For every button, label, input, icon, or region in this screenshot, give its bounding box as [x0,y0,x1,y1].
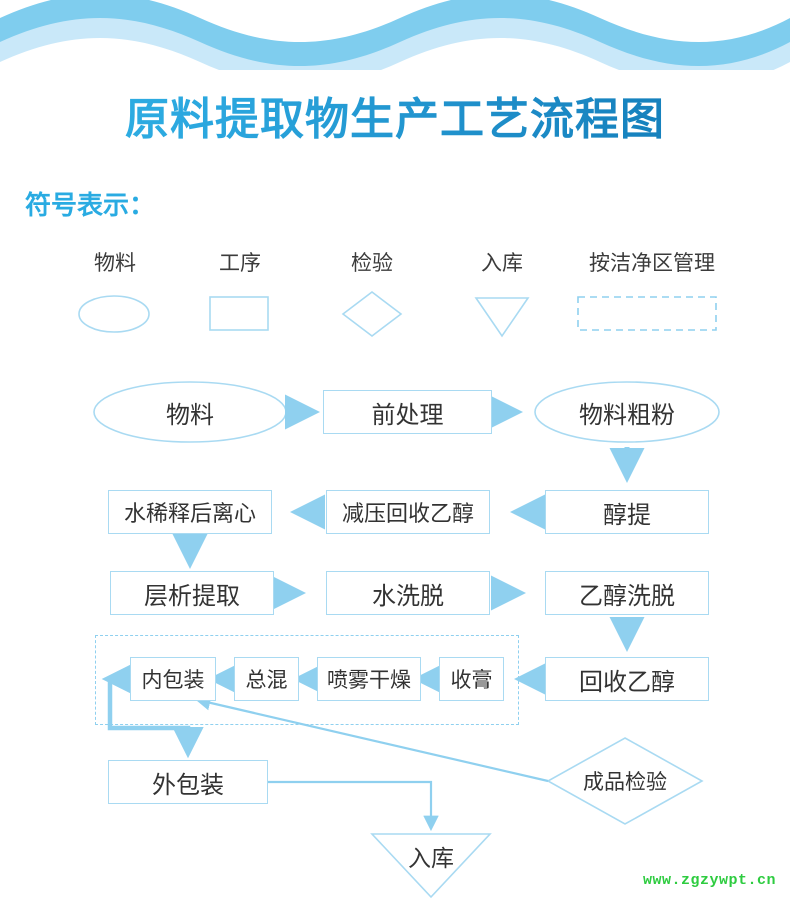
page-title: 原料提取物生产工艺流程图 [0,91,790,149]
wave-band-dark-shape [0,0,790,66]
node-water-dilution-centrifuge[interactable]: 水稀释后离心 [108,490,272,534]
node-ethanol-recovery[interactable]: 回收乙醇 [545,657,709,701]
ellipse-shape-icon [78,295,150,333]
node-vacuum-ethanol-recovery[interactable]: 减压回收乙醇 [326,490,490,534]
node-total-mixing[interactable]: 总混 [234,657,299,701]
node-coarse-powder[interactable]: 物料粗粉 [579,401,675,429]
legend-label-warehouse: 入库 [481,252,523,275]
node-finished-inspection[interactable]: 成品检验 [583,771,667,794]
node-extract-collection[interactable]: 收膏 [439,657,504,701]
node-alcohol-extraction[interactable]: 醇提 [545,490,709,534]
node-ethanol-elution[interactable]: 乙醇洗脱 [545,571,709,615]
node-warehousing[interactable]: 入库 [408,845,454,871]
node-material[interactable]: 物料 [166,401,214,429]
legend-label-clean-area: 按洁净区管理 [589,252,715,275]
dashed-rectangle-shape-icon [577,296,717,331]
inverted-triangle-shape-icon [474,297,530,338]
rectangle-shape-icon [209,296,269,331]
node-chromatography-extraction[interactable]: 层析提取 [110,571,274,615]
node-water-elution[interactable]: 水洗脱 [326,571,490,615]
legend-label-inspection: 检验 [351,252,393,275]
node-inner-packaging[interactable]: 内包装 [130,657,216,701]
connector-outer-packaging-to-warehousing [268,780,439,832]
site-watermark: www.zgzywpt.cn [642,872,776,889]
legend-label-material: 物料 [94,252,136,275]
node-spray-drying[interactable]: 喷雾干燥 [317,657,421,701]
legend-label-process: 工序 [219,252,261,275]
header-wave-banner [0,0,790,70]
diamond-shape-icon [341,290,403,338]
node-pretreatment[interactable]: 前处理 [323,390,492,434]
node-outer-packaging[interactable]: 外包装 [108,760,268,804]
legend-heading: 符号表示： [25,190,156,220]
